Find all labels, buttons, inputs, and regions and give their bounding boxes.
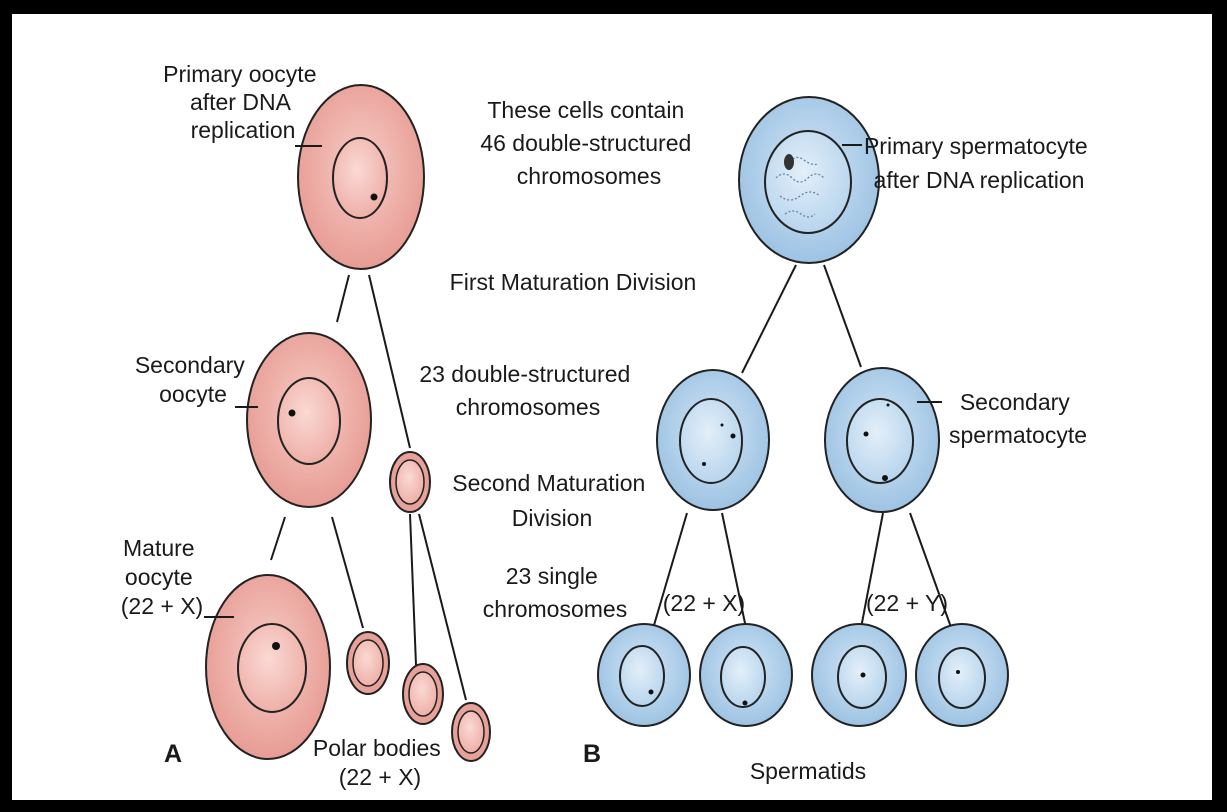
diagram-frame: Primary oocyte after DNA replication Sec… — [12, 14, 1212, 800]
second-division-text: Second Maturation Division — [452, 470, 651, 531]
line-secondary-to-mature — [271, 517, 285, 560]
primary-oocyte-label: Primary oocyte after DNA replication — [163, 61, 323, 143]
spermatid-1 — [598, 624, 690, 726]
mature-oocyte-label: Mature oocyte (22 + X) — [121, 535, 203, 619]
double-structured-text: 23 double-structured chromosomes — [419, 361, 636, 420]
spermatids-label: Spermatids — [750, 758, 866, 784]
primary-spermatocyte-cell — [739, 97, 879, 263]
line-polar-split-a — [410, 514, 416, 665]
panel-b-letter: B — [583, 740, 601, 768]
polar-bodies-label: Polar bodies (22 + X) — [313, 735, 447, 790]
polar-body-2 — [403, 664, 443, 724]
secondary-oocyte-label: Secondary oocyte — [135, 352, 251, 407]
line-primary-to-secondary — [337, 275, 349, 322]
single-chromosomes-text: 23 single chromosomes — [483, 563, 627, 622]
mature-oocyte-cell — [206, 575, 330, 759]
first-division-text: First Maturation Division — [450, 269, 697, 295]
polar-body-1 — [347, 632, 389, 694]
polar-body-3 — [452, 703, 490, 761]
panel-a-letter: A — [164, 740, 182, 768]
x-chromosome-label: (22 + X) — [663, 590, 745, 616]
line-primary-to-secondary-left — [742, 265, 796, 373]
primary-oocyte-cell — [298, 85, 424, 269]
line-primary-to-secondary-right — [824, 265, 861, 367]
spermatid-3 — [812, 624, 906, 726]
line-primary-to-polar — [369, 275, 410, 448]
secondary-oocyte-cell — [247, 333, 371, 507]
secondary-spermatocyte-label: Secondary spermatocyte — [949, 389, 1087, 448]
spermatid-2 — [700, 624, 792, 726]
y-chromosome-label: (22 + Y) — [866, 590, 948, 616]
primary-spermatocyte-label: Primary spermatocyte after DNA replicati… — [864, 133, 1094, 193]
first-polar-body — [390, 452, 430, 512]
contain-text: These cells contain 46 double-structured… — [480, 97, 697, 189]
spermatid-4 — [916, 624, 1008, 726]
secondary-spermatocyte-right — [825, 368, 939, 512]
line-secondary-to-polar — [332, 517, 363, 628]
secondary-spermatocyte-left — [657, 370, 769, 510]
